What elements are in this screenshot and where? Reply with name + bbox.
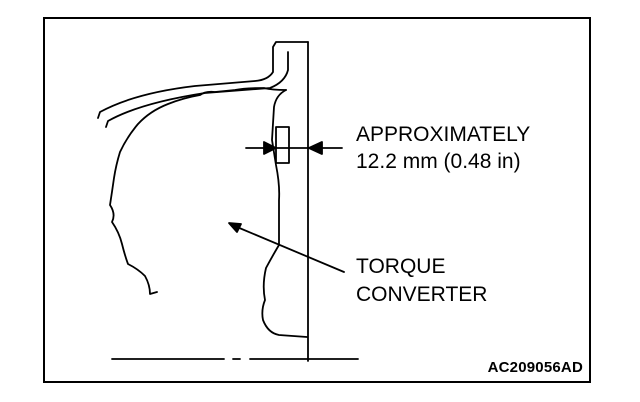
torque-converter-label-line-1: TORQUE <box>356 255 446 278</box>
cover-inner-curve <box>105 51 289 128</box>
housing-flange <box>97 41 309 119</box>
torque-converter-label-line-2: CONVERTER <box>356 283 488 306</box>
clearance-block <box>275 126 290 164</box>
dimension-arrow-right <box>308 141 323 155</box>
dimension-label-line-2: 12.2 mm (0.48 in) <box>356 150 521 173</box>
dimension-label-line-1: APPROXIMATELY <box>356 123 531 146</box>
figure-code: AC209056AD <box>487 359 583 376</box>
converter-right-contour <box>261 89 308 338</box>
torque-converter-leader <box>236 226 345 273</box>
converter-body-outline <box>109 87 287 295</box>
dimension-arrow-left <box>263 141 277 155</box>
torque-converter-leader-arrow <box>228 222 242 233</box>
figure-frame <box>43 17 591 383</box>
